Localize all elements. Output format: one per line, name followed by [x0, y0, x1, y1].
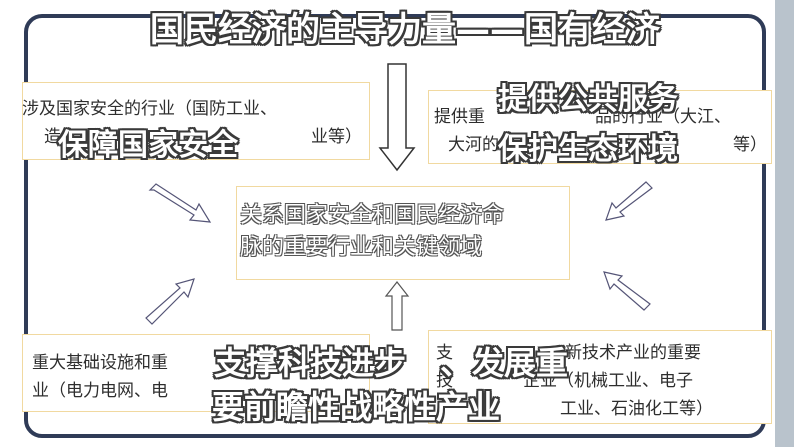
bottom-left-line1: 重大基础设施和重	[32, 353, 168, 373]
box-bottom-left	[22, 334, 370, 412]
diagonal-arrow-top-right-icon	[605, 181, 653, 221]
top-right-line2: 大河的 等）	[448, 132, 767, 158]
top-left-line2-b: 业等）	[311, 127, 362, 147]
caption-strategic-industry: 要前瞻性战略性产业	[212, 388, 501, 426]
bottom-right-line3: 工业、石油化工等）	[560, 399, 713, 419]
bottom-right-line1: 支 新技术产业的重要	[436, 340, 701, 366]
right-edge-bar	[775, 0, 794, 447]
bottom-right-line1-a: 支	[436, 343, 453, 363]
diagonal-arrow-bottom-right-icon	[603, 271, 651, 311]
top-right-line2-a: 大河的	[448, 135, 499, 155]
bottom-left-line2: 业（电力电网、电	[32, 381, 168, 401]
top-left-line2-a: 造	[44, 127, 61, 147]
bottom-right-line2: 技 企业（机械工业、电子	[436, 368, 693, 394]
main-title: 国民经济的主导力量——国有经济	[150, 10, 660, 50]
up-arrow-icon	[384, 281, 410, 331]
center-line2: 脉的重要行业和关键领域	[240, 235, 483, 260]
caption-ecology: 保护生态环境	[498, 132, 678, 167]
content-frame	[24, 14, 766, 438]
down-arrow-icon	[378, 63, 416, 172]
caption-safeguard-security: 保障国家安全	[58, 128, 238, 163]
caption-tech-support: 支撑科技进步	[214, 344, 407, 382]
bottom-right-line2-b: 企业（机械工业、电子	[523, 371, 693, 391]
caption-develop: 、发展重	[440, 344, 569, 382]
diagonal-arrow-bottom-left-icon	[145, 278, 195, 325]
center-line1: 关系国家安全和国民经济命	[240, 203, 505, 228]
top-left-line2: 造 业等）	[44, 124, 362, 150]
box-top-left	[22, 82, 370, 160]
top-right-line1: 提供重 品的行业（大江、	[434, 104, 731, 130]
top-left-line1: 涉及国家安全的行业（国防工业、	[22, 99, 277, 119]
top-right-line1-b: 品的行业（大江、	[595, 107, 731, 127]
box-top-right	[428, 90, 772, 164]
box-bottom-right	[428, 330, 772, 424]
diagonal-arrow-top-left-icon	[148, 183, 212, 223]
caption-public-service: 提供公共服务	[498, 82, 678, 117]
box-center	[236, 186, 570, 280]
top-right-line2-b: 等）	[733, 135, 767, 155]
bottom-right-line1-b: 新技术产业的重要	[565, 343, 701, 363]
top-right-line1-a: 提供重	[434, 107, 485, 127]
bottom-right-line2-a: 技	[436, 371, 453, 391]
